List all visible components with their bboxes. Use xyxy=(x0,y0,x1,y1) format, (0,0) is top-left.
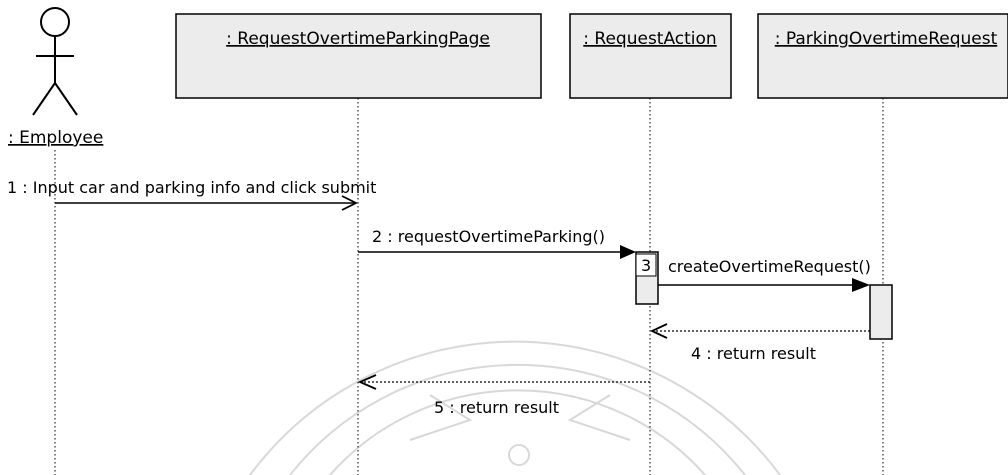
actor-employee: : Employee xyxy=(8,7,103,148)
message-5-label: 5 : return result xyxy=(434,398,559,417)
lifeline-action-box xyxy=(569,13,732,99)
message-4-label: 4 : return result xyxy=(691,344,816,363)
lifeline-page-box xyxy=(175,13,542,99)
actor-left-leg xyxy=(32,82,56,116)
message-4-arrowhead xyxy=(649,323,668,339)
lifeline-request-box xyxy=(757,13,1008,99)
message-3-number: 3 xyxy=(641,256,651,275)
actor-label: : Employee xyxy=(8,128,103,148)
message-3-label: createOvertimeRequest() xyxy=(668,257,871,276)
message-1: 1 : Input car and parking info and click… xyxy=(7,178,376,211)
activation-request xyxy=(869,284,893,340)
message-4: 4 : return result xyxy=(649,323,870,363)
message-2: 2 : requestOvertimeParking() xyxy=(358,227,636,259)
message-2-label: 2 : requestOvertimeParking() xyxy=(372,227,605,246)
lifeline-action: : RequestAction xyxy=(569,13,732,99)
message-5: 5 : return result xyxy=(357,374,650,417)
lifeline-request: : ParkingOvertimeRequest xyxy=(757,13,1008,99)
message-3-number-box xyxy=(635,253,657,277)
message-3: 3 createOvertimeRequest() xyxy=(635,253,871,292)
watermark-seal xyxy=(249,340,781,475)
message-2-arrowhead xyxy=(620,245,636,259)
lifeline-page-label: : RequestOvertimeParkingPage xyxy=(226,29,490,49)
actor-head xyxy=(40,7,70,37)
message-5-arrowhead xyxy=(357,374,377,390)
message-1-label: 1 : Input car and parking info and click… xyxy=(7,178,376,197)
actor-right-leg xyxy=(54,82,78,116)
lifeline-action-label: : RequestAction xyxy=(583,29,716,49)
message-3-arrowhead xyxy=(852,278,870,292)
message-1-arrowhead xyxy=(341,195,359,211)
lifeline-page: : RequestOvertimeParkingPage xyxy=(175,13,542,99)
lifeline-request-label: : ParkingOvertimeRequest xyxy=(775,29,998,49)
